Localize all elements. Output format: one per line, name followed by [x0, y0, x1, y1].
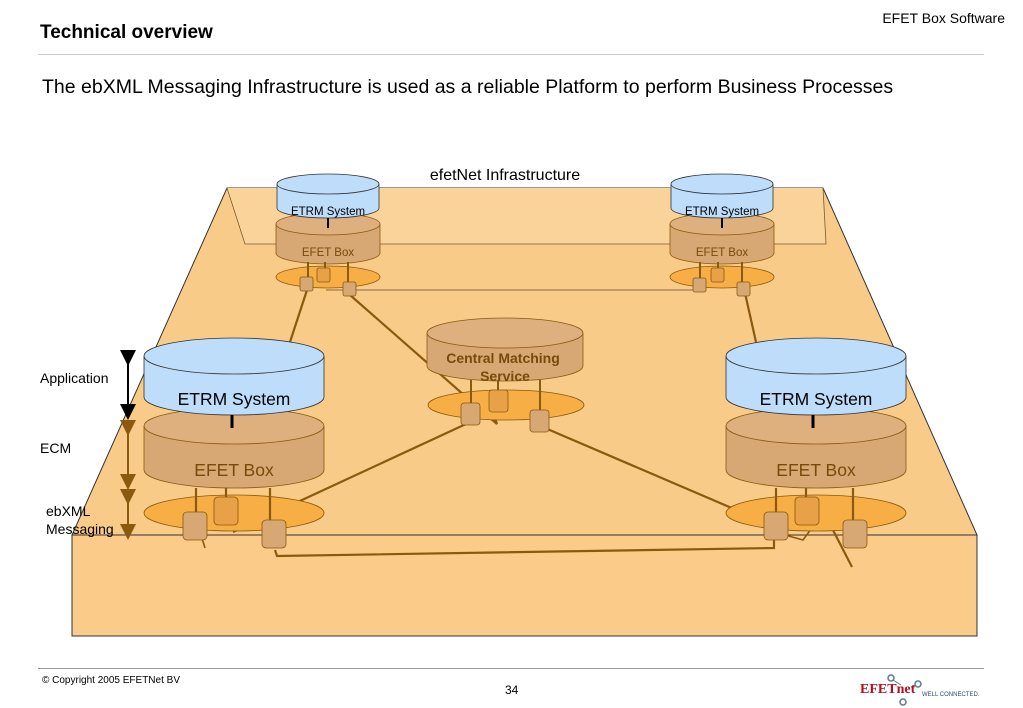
copyright-text: © Copyright 2005 EFETNet BV	[42, 675, 180, 686]
node-front-right	[725, 337, 907, 549]
slide-title: Technical overview	[40, 22, 213, 43]
layer-label-ecm: ECM	[40, 440, 71, 456]
efet-box-label-front-right: EFET Box	[776, 460, 856, 480]
layer-label-ebxml-line2: Messaging	[46, 521, 114, 537]
page-number: 34	[505, 683, 519, 697]
header-divider	[38, 54, 984, 55]
efet-box-label-back-left: EFET Box	[302, 247, 354, 259]
node-back-left	[275, 173, 381, 297]
connection-line	[743, 292, 758, 343]
slide-subtitle: The ebXML Messaging Infrastructure is us…	[42, 76, 894, 98]
layer-label-application: Application	[40, 370, 109, 386]
layer-label-ebxml-line1: ebXML	[46, 503, 91, 519]
logo-tagline: WELL CONNECTED.	[922, 692, 980, 698]
efet-box-label-front-left: EFET Box	[194, 460, 274, 480]
etrm-label-back-left: ETRM System	[291, 206, 365, 218]
logo-text: EFETnet	[860, 682, 916, 697]
efet-box-label-back-right: EFET Box	[696, 247, 748, 259]
efetnet-logo: EFETnet WELL CONNECTED.	[860, 674, 980, 706]
connection-line	[273, 537, 776, 558]
etrm-label-front-left: ETRM System	[178, 389, 291, 409]
node-front-left	[143, 337, 325, 549]
central-matching-label-line2: Service	[480, 368, 530, 384]
infrastructure-label: efetNet Infrastructure	[430, 167, 580, 184]
central-matching-node	[426, 317, 585, 433]
brand-header: EFET Box Software	[882, 10, 1005, 26]
central-matching-label-line1: Central Matching	[446, 350, 560, 366]
footer-divider	[38, 668, 984, 669]
node-back-right	[669, 173, 775, 297]
etrm-label-front-right: ETRM System	[760, 389, 873, 409]
etrm-label-back-right: ETRM System	[685, 206, 759, 218]
connection-line	[288, 289, 309, 343]
